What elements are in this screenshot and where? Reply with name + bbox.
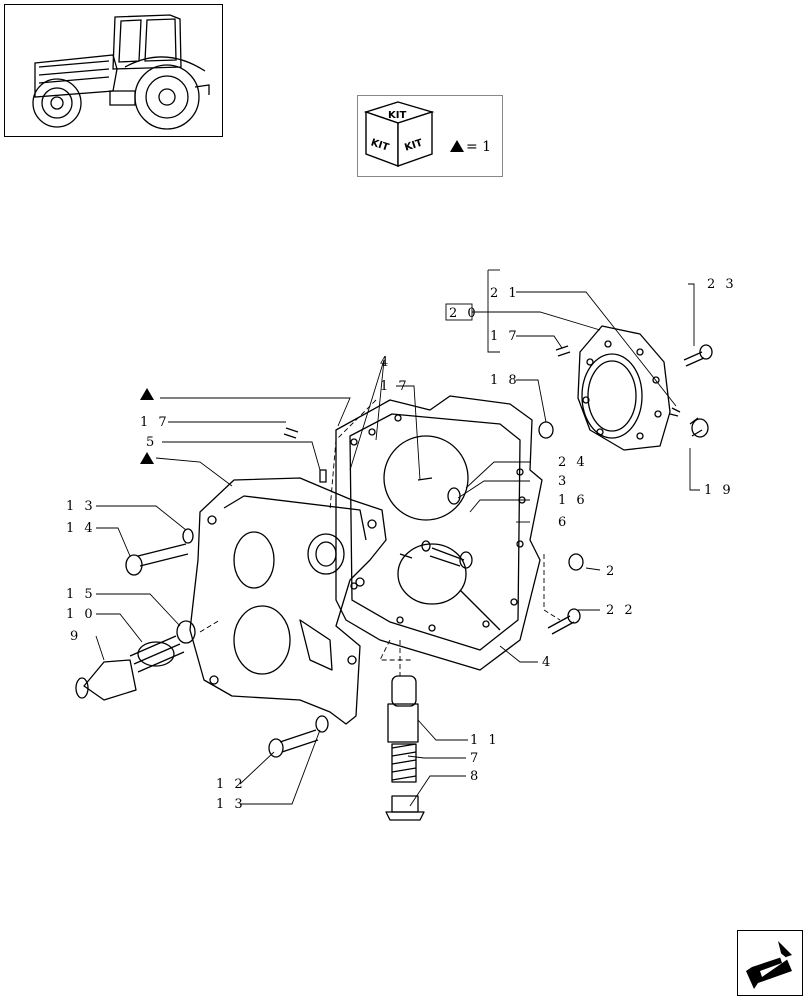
callout-label: 1 4: [66, 521, 96, 536]
kit-triangle-icon: [140, 388, 154, 400]
kit-cube-icon: [363, 101, 435, 168]
callout-label: 3: [558, 474, 569, 489]
plug-9-part: [75, 659, 137, 701]
callout-label: 2 0: [449, 306, 479, 321]
oring-3-part: [447, 487, 461, 505]
washer-13b-part: [315, 715, 329, 733]
kit-triangle-icon: [140, 452, 154, 464]
kit-triangle-icon: [450, 140, 464, 152]
pin-17b-part: [283, 427, 299, 439]
callout-label: 4: [542, 655, 553, 670]
callout-label: 1 1: [470, 733, 500, 748]
kit-left-label: KIT: [369, 137, 390, 153]
bolt-22-part: [547, 608, 581, 635]
pump-body-part: [189, 477, 387, 725]
pin-17-part: [555, 345, 571, 357]
callout-label: 9: [70, 629, 81, 644]
callout-label: 1 8: [490, 373, 520, 388]
kit-equation: = 1: [466, 139, 491, 155]
ring-15-part: [176, 620, 196, 644]
plug-8-part: [385, 795, 425, 821]
callout-label: 1 7: [490, 329, 520, 344]
callout-label: 1 0: [66, 607, 96, 622]
spring-7-part: [391, 743, 417, 783]
callout-label: 1 9: [704, 483, 734, 498]
rear-housing-part: [335, 395, 543, 671]
kit-right-label: KIT: [403, 138, 424, 154]
callout-label: 2 2: [606, 603, 636, 618]
bolt-12-part: [268, 729, 319, 758]
callout-label: 2 1: [490, 286, 520, 301]
kit-legend-frame: KIT KIT KIT = 1: [357, 95, 503, 177]
seal-plate-part: [577, 325, 671, 451]
cap-2-part: [568, 553, 584, 571]
callout-label: 1 7: [140, 415, 170, 430]
washer-13a-part: [182, 528, 194, 544]
callout-20-box: [445, 303, 473, 321]
callout-label: 2: [606, 564, 617, 579]
pin-5-part: [319, 469, 327, 483]
next-page-arrow-icon: [746, 941, 792, 989]
callout-label: 1 6: [558, 493, 588, 508]
next-page-button[interactable]: [737, 930, 803, 996]
tractor-thumbnail-icon: [32, 14, 210, 130]
bolt-23-part: [683, 344, 713, 367]
callout-label: 1 2: [216, 777, 246, 792]
kit-top-label: KIT: [388, 110, 406, 121]
leader-lines: [95, 269, 700, 807]
valve-11-part: [387, 675, 419, 743]
callout-label: 1 7: [380, 379, 410, 394]
callout-label: 1 3: [66, 499, 96, 514]
tractor-thumbnail-frame: [4, 4, 223, 137]
bush-19-part: [689, 417, 709, 438]
callout-label: 5: [146, 435, 157, 450]
callout-label: 4: [380, 355, 391, 370]
callout-label: 2 3: [707, 277, 737, 292]
callout-label: 1 3: [216, 797, 246, 812]
bolt-14-part: [125, 543, 189, 576]
bush-18-part: [538, 421, 554, 439]
callout-label: 1 5: [66, 587, 96, 602]
callout-label: 6: [558, 515, 569, 530]
callout-label: 7: [470, 751, 481, 766]
bolt-6-part: [429, 547, 465, 567]
callout-labels: 2 1 2 3 2 0 1 7 4 1 7 1 8 1 7 5 2 4 3 1 …: [66, 277, 737, 812]
callout-label: 2 4: [558, 455, 588, 470]
callout-label: 8: [470, 769, 481, 784]
spring-10-part: [129, 635, 185, 673]
